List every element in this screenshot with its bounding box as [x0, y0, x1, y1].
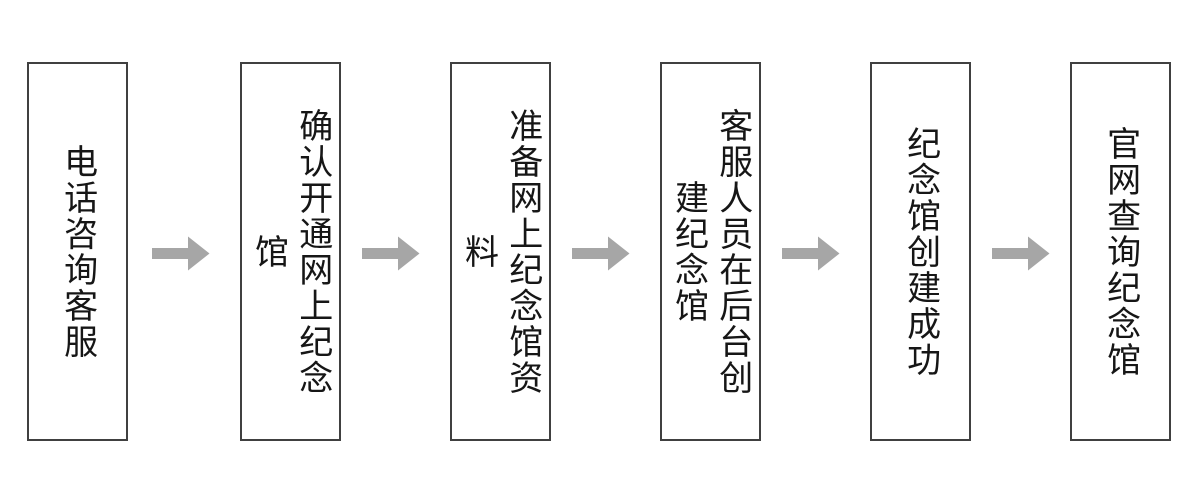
arrow-right-icon [782, 236, 840, 271]
flow-node-step-4[interactable]: 客服人员在后台创建纪念馆 [660, 62, 761, 441]
flow-node-step-6[interactable]: 官网查询纪念馆 [1070, 62, 1171, 441]
flow-node-step-2[interactable]: 确认开通网上纪念馆 [240, 62, 341, 441]
arrow-right-glyph [782, 236, 840, 271]
flow-node-label: 电话咨询客服 [57, 143, 98, 360]
arrow-right-icon [572, 236, 630, 271]
flow-node-step-5[interactable]: 纪念馆创建成功 [870, 62, 971, 441]
arrow-right-icon [362, 236, 420, 271]
arrow-right-glyph [362, 236, 420, 271]
flow-node-label: 客服人员在后台创建纪念馆 [668, 107, 753, 396]
arrow-right-glyph [152, 236, 210, 271]
arrow-right-icon [152, 236, 210, 271]
flow-node-label: 确认开通网上纪念馆 [248, 107, 333, 396]
flow-node-label: 官网查询纪念馆 [1100, 125, 1141, 378]
arrow-right-glyph [572, 236, 630, 271]
flow-node-label: 准备网上纪念馆资料 [458, 107, 543, 396]
arrow-right-icon [992, 236, 1050, 271]
arrow-right-glyph [992, 236, 1050, 271]
flow-node-step-1[interactable]: 电话咨询客服 [27, 62, 128, 441]
flow-node-step-3[interactable]: 准备网上纪念馆资料 [450, 62, 551, 441]
flow-node-label: 纪念馆创建成功 [900, 125, 941, 378]
